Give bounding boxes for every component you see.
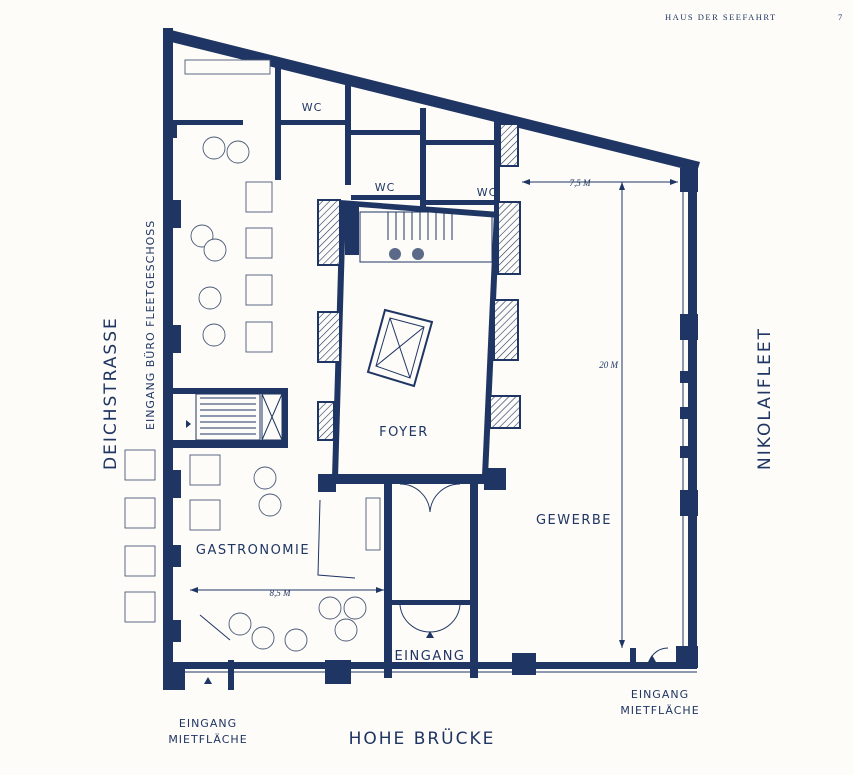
- label-foyer: FOYER: [379, 425, 429, 440]
- dimension-lines: [190, 179, 678, 648]
- label-wc-1: WC: [302, 101, 323, 114]
- label-eingang: EINGANG: [394, 649, 465, 664]
- foyer-lightwell: [366, 308, 434, 388]
- street-label-nikolaifleet: NIKOLAIFLEET: [755, 327, 775, 470]
- right-pillars: [676, 168, 698, 668]
- label-entrance-left-1: EINGANG: [179, 717, 237, 730]
- entrance-doors: [199, 483, 669, 684]
- label-entrance-left-2: MIETFLÄCHE: [168, 733, 247, 746]
- bottom-pillars: [228, 648, 636, 690]
- interior-walls: [173, 65, 500, 678]
- label-eingang-buero: EINGANG BÜRO FLEETGESCHOSS: [144, 220, 157, 430]
- label-gewerbe: GEWERBE: [536, 513, 612, 528]
- label-wc-3: WC: [477, 186, 498, 199]
- outer-walls: [163, 28, 700, 690]
- page-header-title: HAUS DER SEEFAHRT: [665, 12, 777, 22]
- dim-gastro-width: 8,5 M: [270, 588, 292, 598]
- page-number: 7: [838, 12, 844, 22]
- gastro-furniture-bottom: [189, 454, 381, 652]
- label-gastronomie: GASTRONOMIE: [196, 543, 310, 558]
- gastro-furniture-top: [184, 59, 273, 353]
- dim-gewerbe-depth: 20 M: [599, 360, 618, 370]
- label-entrance-right-2: MIETFLÄCHE: [620, 704, 699, 717]
- foyer-stairs: [359, 211, 493, 263]
- street-label-hohe-bruecke: HOHE BRÜCKE: [349, 727, 496, 749]
- dim-gewerbe-width: 7,5 M: [570, 178, 592, 188]
- outdoor-tables: [124, 449, 156, 623]
- label-wc-2: WC: [375, 181, 396, 194]
- street-label-deichstrasse: DEICHSTRASSE: [101, 316, 121, 470]
- label-entrance-right-1: EINGANG: [631, 688, 689, 701]
- office-staircase: [186, 393, 283, 441]
- hatched-columns: [317, 123, 521, 492]
